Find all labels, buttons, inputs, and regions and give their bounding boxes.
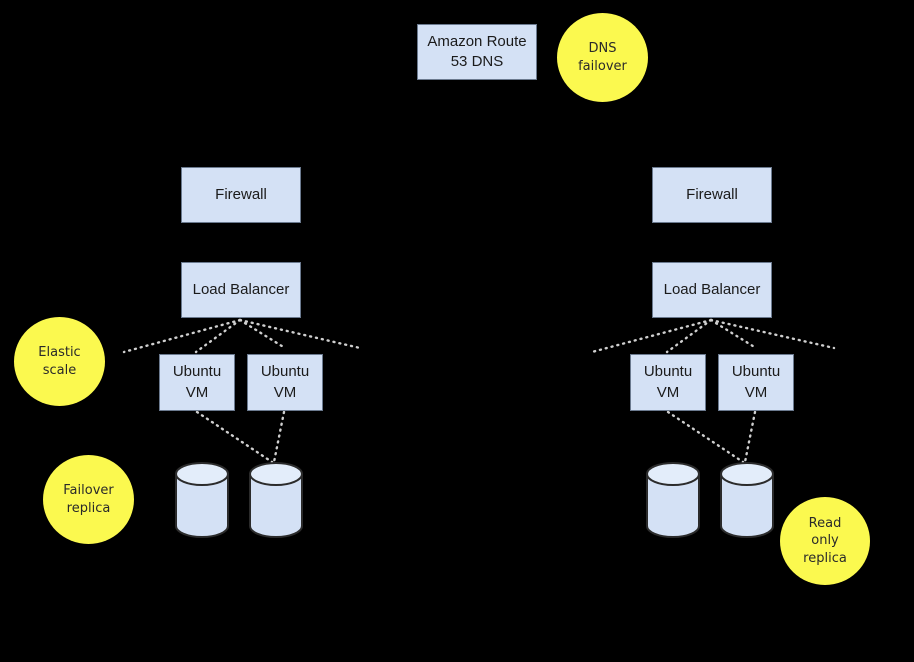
edge-right-lb-to-vm1 [665,318,713,354]
left-firewall-box[interactable]: Firewall [181,167,301,223]
left-ubuntu-vm-2-box[interactable]: Ubuntu VM [247,354,323,411]
left-ubuntu-vm-1-box[interactable]: Ubuntu VM [159,354,235,411]
right-database-2-cylinder[interactable] [720,462,774,538]
edge-left-vm1-to-db2 [195,410,274,464]
right-database-1-cylinder[interactable] [646,462,700,538]
edge-right-vm2-to-db2 [743,410,757,464]
edge-right-lb-to-vm2 [709,318,758,350]
read-only-replica-circle[interactable]: Read only replica [780,497,870,585]
right-load-balancer-box[interactable]: Load Balancer [652,262,772,318]
amazon-route-53-dns-box[interactable]: Amazon Route 53 DNS [417,24,537,80]
left-load-balancer-box[interactable]: Load Balancer [181,262,301,318]
failover-replica-circle[interactable]: Failover replica [43,455,134,544]
edge-left-lb-to-far-left [122,318,242,354]
edge-left-vm2-to-db2 [272,410,286,464]
edge-right-vm1-to-db2 [666,410,745,464]
right-ubuntu-vm-1-box[interactable]: Ubuntu VM [630,354,706,411]
edge-left-lb-to-vm2 [238,318,287,350]
left-database-1-cylinder[interactable] [175,462,229,538]
edge-left-lb-to-vm1 [194,318,242,354]
right-firewall-box[interactable]: Firewall [652,167,772,223]
right-ubuntu-vm-2-box[interactable]: Ubuntu VM [718,354,794,411]
edge-right-lb-to-far-right [709,318,836,350]
left-database-2-cylinder[interactable] [249,462,303,538]
dns-failover-circle[interactable]: DNS failover [557,13,648,102]
elastic-scale-circle[interactable]: Elastic scale [14,317,105,406]
edge-left-lb-to-far-right [238,318,362,350]
edge-right-lb-to-far-left [590,318,713,354]
